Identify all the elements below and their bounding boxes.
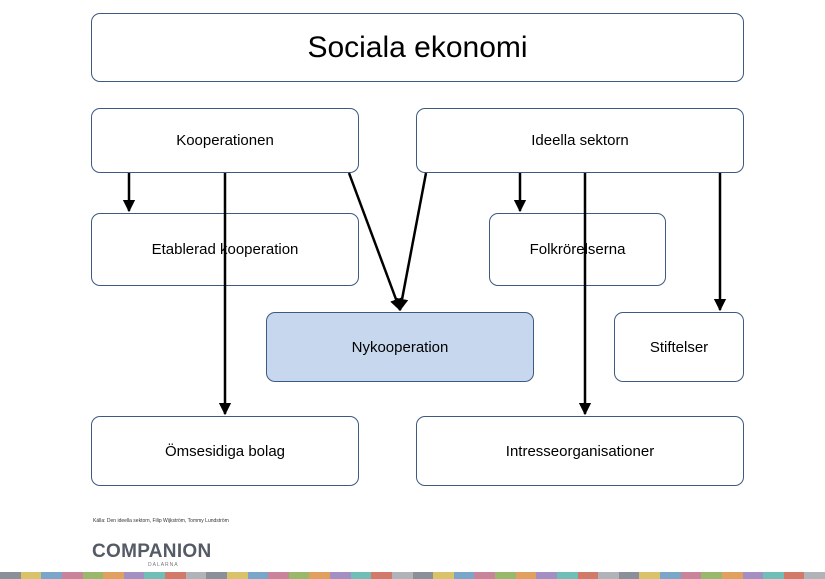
stripe-segment	[0, 572, 21, 579]
stripe-segment	[247, 572, 269, 579]
stripe-segment	[804, 572, 825, 579]
node-stiftelser: Stiftelser	[614, 312, 744, 382]
stripe-segment	[82, 572, 104, 579]
node-nykooperation: Nykooperation	[266, 312, 534, 382]
stripe-segment	[474, 572, 495, 579]
stripe-segment	[721, 572, 743, 579]
stripe-segment	[185, 572, 207, 579]
stripe-segment	[41, 572, 62, 579]
title-box: Sociala ekonomi	[91, 13, 744, 82]
arrow-ideella-to-nykooperation	[395, 172, 428, 312]
stripe-segment	[495, 572, 516, 579]
stripe-segment	[433, 572, 454, 579]
node-label: Intresseorganisationer	[505, 442, 655, 460]
stripe-segment	[123, 572, 145, 579]
source-caption: Källa: Den ideella sektorn, Filip Wijkst…	[93, 518, 229, 524]
decorative-stripe	[0, 572, 825, 579]
arrow-kooperationen-to-nykooperation	[347, 172, 402, 312]
node-ideella-sektorn: Ideella sektorn	[416, 108, 744, 173]
stripe-segment	[680, 572, 702, 579]
stripe-segment	[639, 572, 660, 579]
node-kooperationen: Kooperationen	[91, 108, 359, 173]
stripe-segment	[330, 572, 351, 579]
stripe-segment	[742, 572, 764, 579]
stripe-segment	[288, 572, 310, 579]
stripe-segment	[453, 572, 475, 579]
stripe-segment	[598, 572, 619, 579]
companion-logo-subtitle: DALARNA	[148, 562, 179, 568]
stripe-segment	[371, 572, 392, 579]
stripe-segment	[103, 572, 124, 579]
node-folkrorelserna: Folkrörelserna	[489, 213, 666, 286]
node-label: Nykooperation	[351, 338, 449, 356]
stripe-segment	[701, 572, 722, 579]
stripe-segment	[536, 572, 557, 579]
stripe-segment	[763, 572, 784, 579]
node-omsesidiga-bolag: Ömsesidiga bolag	[91, 416, 359, 486]
node-intresseorganisationer: Intresseorganisationer	[416, 416, 744, 486]
stripe-segment	[556, 572, 578, 579]
diagram-title: Sociala ekonomi	[307, 30, 528, 64]
stripe-segment	[350, 572, 372, 579]
stripe-segment	[226, 572, 248, 579]
stripe-segment	[268, 572, 289, 579]
node-label: Ideella sektorn	[531, 132, 629, 149]
stripe-segment	[618, 572, 640, 579]
node-label: Ömsesidiga bolag	[164, 442, 286, 460]
node-label: Kooperationen	[176, 132, 274, 149]
node-label: Stiftelser	[649, 338, 709, 356]
stripe-segment	[515, 572, 537, 579]
stripe-segment	[309, 572, 330, 579]
stripe-segment	[412, 572, 434, 579]
stripe-segment	[20, 572, 42, 579]
stripe-segment	[660, 572, 681, 579]
node-label: Folkrörelserna	[529, 241, 626, 258]
companion-logo: COMPANION	[92, 541, 212, 562]
stripe-segment	[206, 572, 227, 579]
stripe-segment	[61, 572, 83, 579]
stripe-segment	[144, 572, 165, 579]
stripe-segment	[577, 572, 599, 579]
stripe-segment	[783, 572, 805, 579]
stripe-segment	[165, 572, 186, 579]
stripe-segment	[391, 572, 413, 579]
